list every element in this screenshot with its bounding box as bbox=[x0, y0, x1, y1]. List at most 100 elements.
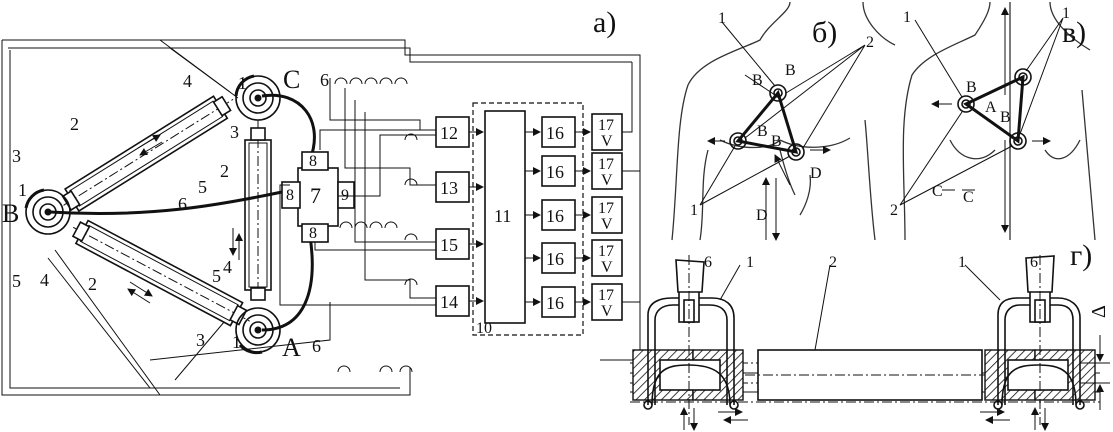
b-label-D1: D bbox=[810, 165, 822, 182]
b-label-D2: D bbox=[756, 207, 768, 224]
label-16-2: 16 bbox=[546, 162, 564, 182]
label-3-upper: 3 bbox=[12, 146, 21, 166]
point-B-label: B bbox=[2, 199, 19, 228]
label-16-5: 16 bbox=[546, 293, 564, 313]
cable-b bbox=[49, 190, 283, 215]
delta-dimension bbox=[1080, 335, 1110, 410]
label-2-lower: 2 bbox=[88, 274, 97, 294]
label-17-2: 17 bbox=[598, 156, 614, 173]
label-15: 15 bbox=[440, 235, 458, 255]
label-3-vertical: 3 bbox=[230, 122, 239, 142]
label-12: 12 bbox=[440, 123, 458, 143]
b-label-1-bottom: 1 bbox=[690, 202, 698, 219]
label-5-upper: 5 bbox=[198, 177, 207, 197]
b-label-B3: B bbox=[757, 123, 768, 140]
label-7: 7 bbox=[310, 183, 321, 208]
label-9: 9 bbox=[341, 187, 349, 204]
label-8-top: 8 bbox=[309, 153, 317, 170]
g-label-2: 2 bbox=[829, 254, 837, 271]
panel-v-label: в) bbox=[1062, 16, 1086, 49]
label-2-vertical: 2 bbox=[220, 161, 229, 181]
v-label-B1: B bbox=[966, 79, 977, 96]
panel-g: г) 6 1 2 1 6 Δ bbox=[630, 239, 1110, 431]
label-14: 14 bbox=[440, 292, 458, 312]
v-label-2: 2 bbox=[890, 202, 898, 219]
arrows-to-11 bbox=[469, 128, 484, 305]
label-16-1: 16 bbox=[546, 123, 564, 143]
label-3-lower: 3 bbox=[196, 330, 205, 350]
label-6-a: 6 bbox=[312, 336, 321, 356]
label-2-upper: 2 bbox=[70, 114, 79, 134]
b-label-B1: B bbox=[752, 72, 763, 89]
block-11 bbox=[484, 110, 526, 324]
g-right-assembly bbox=[980, 255, 1096, 431]
panel-b-label: б) bbox=[812, 16, 837, 49]
signal-wires bbox=[279, 77, 436, 373]
b-label-1-top: 1 bbox=[718, 10, 726, 27]
label-v-5: V bbox=[601, 303, 613, 320]
cylinder-vertical bbox=[244, 120, 272, 301]
label-4-vertical: 4 bbox=[223, 257, 232, 277]
label-16-3: 16 bbox=[546, 206, 564, 226]
label-4-lower: 4 bbox=[40, 270, 49, 290]
label-8-left: 8 bbox=[286, 187, 294, 204]
label-16-4: 16 bbox=[546, 249, 564, 269]
label-v-2: V bbox=[601, 172, 613, 189]
v-label-B2: B bbox=[1000, 109, 1011, 126]
g-label-6-left: 6 bbox=[704, 254, 712, 271]
label-17-5: 17 bbox=[598, 287, 614, 304]
v-label-C1: C bbox=[932, 183, 943, 200]
label-v-3: V bbox=[601, 216, 613, 233]
v-label-1-right: 1 bbox=[1062, 5, 1070, 22]
sensor-C bbox=[234, 74, 281, 121]
g-label-1-left: 1 bbox=[746, 254, 754, 271]
label-17-3: 17 bbox=[598, 200, 614, 217]
b-label-2: 2 bbox=[866, 34, 874, 51]
g-label-6-right: 6 bbox=[1030, 254, 1038, 271]
label-13: 13 bbox=[440, 178, 458, 198]
cable-a bbox=[261, 235, 314, 332]
label-1-c: 1 bbox=[238, 73, 247, 93]
panel-a-label: а) bbox=[593, 6, 616, 39]
label-1-b: 1 bbox=[18, 180, 27, 200]
g-label-delta: Δ bbox=[1088, 305, 1110, 318]
panel-a: а) C B A 1 1 1 2 2 2 3 3 3 4 4 4 5 5 5 6… bbox=[1, 6, 641, 396]
label-17-4: 17 bbox=[598, 243, 614, 260]
cable-c bbox=[261, 93, 316, 161]
block-7 bbox=[281, 151, 355, 243]
label-11: 11 bbox=[494, 206, 511, 226]
label-6-c: 6 bbox=[320, 70, 329, 90]
input-blocks bbox=[435, 116, 470, 317]
v-label-1-left: 1 bbox=[903, 9, 911, 26]
label-6-b: 6 bbox=[178, 194, 187, 214]
label-10: 10 bbox=[476, 320, 492, 337]
label-8-bottom: 8 bbox=[309, 225, 317, 242]
cylinder-lower bbox=[71, 219, 250, 327]
g-label-1-right: 1 bbox=[958, 254, 966, 271]
panel-g-label: г) bbox=[1070, 239, 1092, 272]
label-17-1: 17 bbox=[598, 117, 614, 134]
motion-arrows bbox=[127, 134, 243, 304]
label-5-vertical: 5 bbox=[212, 266, 221, 286]
v-label-A: A bbox=[985, 99, 997, 116]
panel-b: б) 1 2 1 B B B B D D bbox=[671, 1, 896, 241]
point-C-label: C bbox=[283, 65, 300, 94]
point-A-label: A bbox=[282, 333, 301, 362]
v-label-C2: C bbox=[963, 189, 974, 206]
cylinder-upper bbox=[61, 95, 234, 213]
label-v-1: V bbox=[601, 133, 613, 150]
enclosure-10 bbox=[472, 102, 584, 336]
valves-17 bbox=[575, 62, 640, 321]
label-5-lower: 5 bbox=[12, 271, 21, 291]
label-1-a: 1 bbox=[232, 332, 241, 352]
valve-labels: 17 V 17 V 17 V 17 V 17 V bbox=[598, 117, 614, 320]
g-left-assembly bbox=[632, 255, 748, 431]
label-v-4: V bbox=[601, 259, 613, 276]
label-4-upper: 4 bbox=[183, 71, 192, 91]
blocks-16 bbox=[525, 116, 576, 318]
b-label-B4: B bbox=[771, 133, 782, 150]
panel-v: в) 1 1 2 B A B C C bbox=[890, 1, 1096, 241]
b-label-B2: B bbox=[785, 62, 796, 79]
